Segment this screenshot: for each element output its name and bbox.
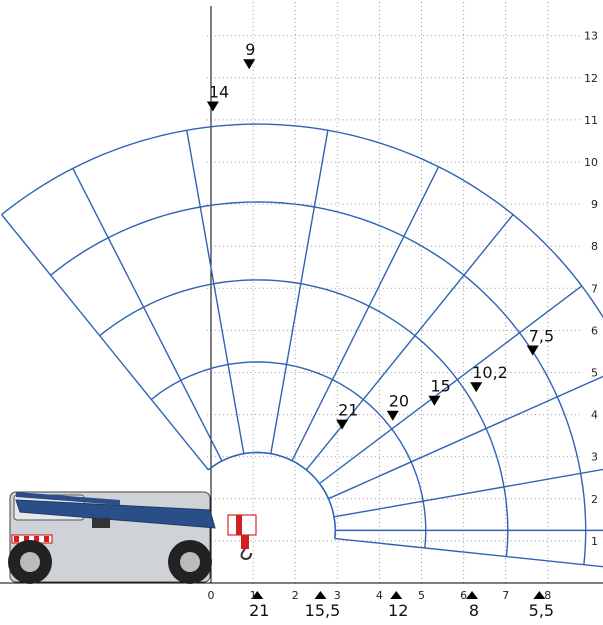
- radial-line-5: [319, 285, 583, 485]
- hook-block: [241, 535, 249, 549]
- y-tick-label: 13: [584, 30, 598, 43]
- y-tick-label: 8: [591, 240, 598, 253]
- boom-top: [16, 492, 120, 505]
- inner-boundary: [207, 451, 336, 539]
- radial-line-10: [72, 168, 223, 462]
- hook-icon: [240, 548, 252, 561]
- load-marker: [243, 59, 256, 70]
- load-arc-5: [1, 123, 603, 319]
- radial-line-11: [1, 214, 209, 471]
- x-tick-label: 8: [544, 589, 551, 602]
- x-tick-label: 0: [208, 589, 215, 602]
- hazard-stripes: [14, 536, 49, 542]
- load-value-label: 14: [209, 82, 229, 101]
- load-marker: [470, 382, 483, 393]
- crane-vehicle: [8, 491, 257, 584]
- x-tick-label: 5: [418, 589, 425, 602]
- radial-line-3: [333, 468, 603, 518]
- boom-head-stripe: [236, 515, 242, 535]
- y-tick-label: 4: [591, 409, 598, 422]
- load-arc-2: [150, 361, 427, 549]
- radial-line-7: [291, 166, 440, 461]
- wheel-rear-hub: [20, 552, 40, 572]
- x-tick-label: 7: [502, 589, 509, 602]
- y-tick-label: 6: [591, 324, 598, 337]
- markers: [206, 59, 546, 599]
- y-tick-label: 1: [591, 535, 598, 548]
- y-tick-label: 2: [591, 493, 598, 506]
- wheel-front-hub: [180, 552, 200, 572]
- load-arc-1: [207, 451, 336, 539]
- x-tick-label: 1: [250, 589, 257, 602]
- y-tick-label: 7: [591, 282, 598, 295]
- bottom-marker-label: 15,5: [305, 601, 341, 620]
- load-value-label: 7,5: [529, 327, 554, 346]
- radial-line-9: [186, 130, 245, 454]
- load-marker: [206, 101, 219, 112]
- radial-line-4: [328, 375, 603, 500]
- load-arc-4: [50, 201, 587, 565]
- load-value-label: 21: [338, 401, 358, 420]
- y-tick-label: 3: [591, 451, 598, 464]
- cabin: [92, 518, 110, 528]
- y-tick-label: 10: [584, 156, 598, 169]
- load-value-label: 20: [389, 392, 409, 411]
- y-tick-label: 11: [584, 114, 598, 127]
- x-tick-label: 6: [460, 589, 467, 602]
- bottom-marker: [466, 591, 479, 599]
- x-tick-label: 3: [334, 589, 341, 602]
- bottom-marker-label: 8: [469, 601, 479, 620]
- x-tick-label: 4: [376, 589, 383, 602]
- bottom-marker: [251, 591, 264, 599]
- boom-arm: [15, 499, 216, 529]
- x-tick-label: 2: [292, 589, 299, 602]
- load-marker: [386, 410, 399, 421]
- load-value-label: 9: [245, 40, 255, 59]
- load-arc-3: [99, 279, 509, 557]
- load-marker: [526, 345, 539, 356]
- bottom-marker: [533, 591, 546, 599]
- y-tick-label: 9: [591, 198, 598, 211]
- y-tick-label: 5: [591, 367, 598, 380]
- radial-line-1: [334, 537, 603, 568]
- load-value-label: 15: [430, 377, 450, 396]
- load-marker: [428, 395, 441, 406]
- bottom-marker: [390, 591, 403, 599]
- bottom-marker-label: 12: [388, 601, 408, 620]
- bottom-marker: [314, 591, 327, 599]
- grid: [206, 2, 582, 583]
- load-value-label: 10,2: [472, 363, 508, 382]
- bottom-marker-label: 21: [249, 601, 269, 620]
- load-marker: [336, 419, 349, 430]
- radial-line-8: [270, 130, 329, 454]
- bottom-marker-label: 5,5: [529, 601, 554, 620]
- y-tick-label: 12: [584, 72, 598, 85]
